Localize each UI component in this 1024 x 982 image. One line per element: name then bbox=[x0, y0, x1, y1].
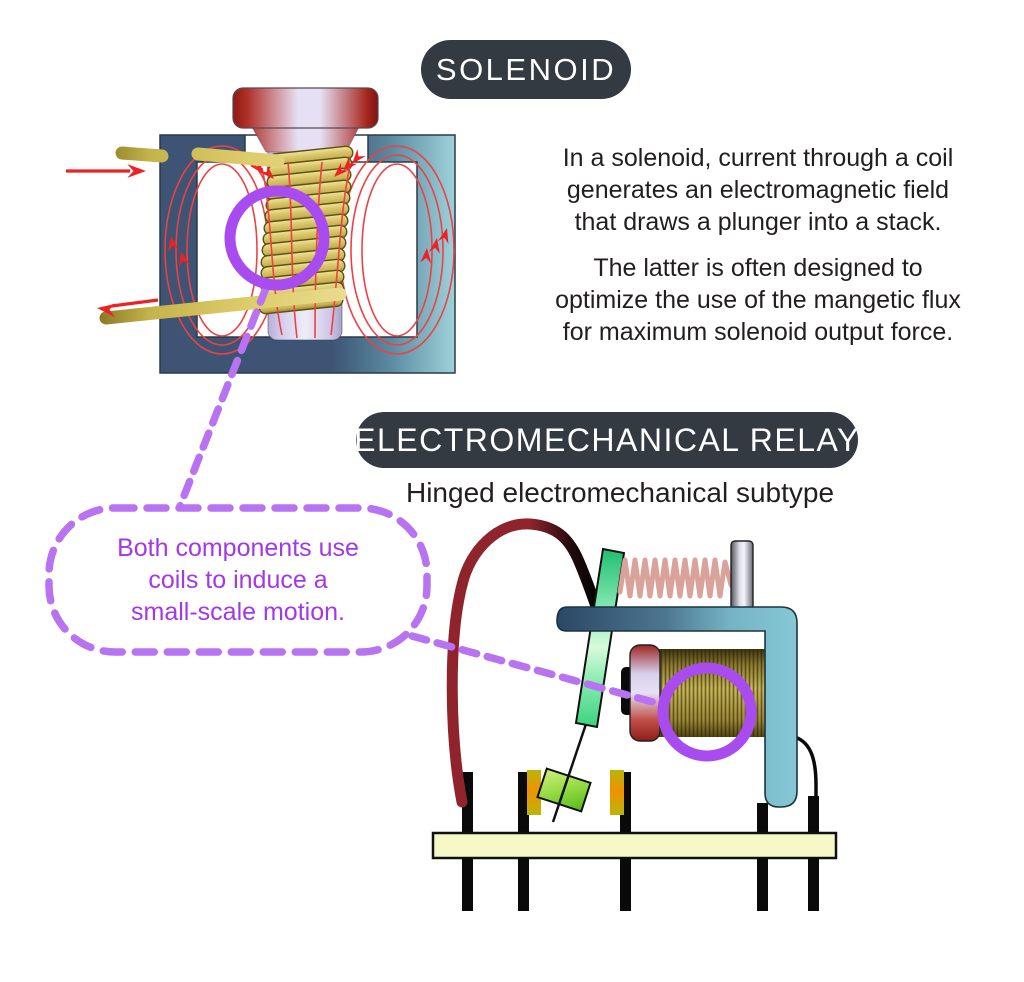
relay-subtitle: Hinged electromechanical subtype bbox=[405, 477, 835, 508]
solenoid-wire-leads bbox=[99, 146, 347, 325]
relay-coil-wire bbox=[446, 518, 604, 808]
wire-lead-top bbox=[115, 146, 169, 163]
relay-coil-highlight-circle bbox=[657, 662, 757, 762]
callout-bubble-border bbox=[45, 504, 431, 656]
solenoid-description-2: The latter is often designed to optimize… bbox=[555, 254, 961, 346]
solenoid-coil-highlight-circle bbox=[224, 185, 330, 291]
plunger-cap bbox=[232, 87, 379, 129]
callout-bubble-text: Both components use coils to induce a sm… bbox=[117, 534, 359, 626]
current-arrow-in bbox=[66, 164, 146, 178]
circuit-board bbox=[431, 831, 838, 860]
solenoid-title-badge: SOLENOID bbox=[421, 40, 631, 99]
relay-side-wire bbox=[794, 735, 818, 833]
coil-end-cap bbox=[629, 644, 661, 742]
solenoid-illustration bbox=[66, 87, 456, 374]
relay-pins-upper bbox=[462, 772, 819, 833]
relay-frame bbox=[556, 606, 798, 808]
wire-lead-bottom bbox=[99, 287, 347, 325]
stationary-contact-pads bbox=[527, 770, 624, 815]
solenoid-description-1: In a solenoid, current through a coil ge… bbox=[562, 144, 954, 236]
callout-connector-solenoid bbox=[176, 284, 270, 510]
relay-title: ELECTROMECHANICAL RELAY bbox=[354, 421, 860, 458]
relay-illustration bbox=[431, 518, 838, 911]
spring-anchor-post bbox=[730, 540, 754, 614]
actuator-rod bbox=[551, 723, 588, 823]
current-arrow-out bbox=[96, 298, 159, 318]
callout-connector-relay bbox=[408, 632, 664, 708]
relay-pins-lower bbox=[462, 858, 819, 911]
relay-title-badge: ELECTROMECHANICAL RELAY bbox=[354, 412, 860, 468]
field-lines-through-coil bbox=[261, 161, 351, 339]
solenoid-title: SOLENOID bbox=[435, 51, 617, 87]
return-spring bbox=[617, 557, 734, 599]
